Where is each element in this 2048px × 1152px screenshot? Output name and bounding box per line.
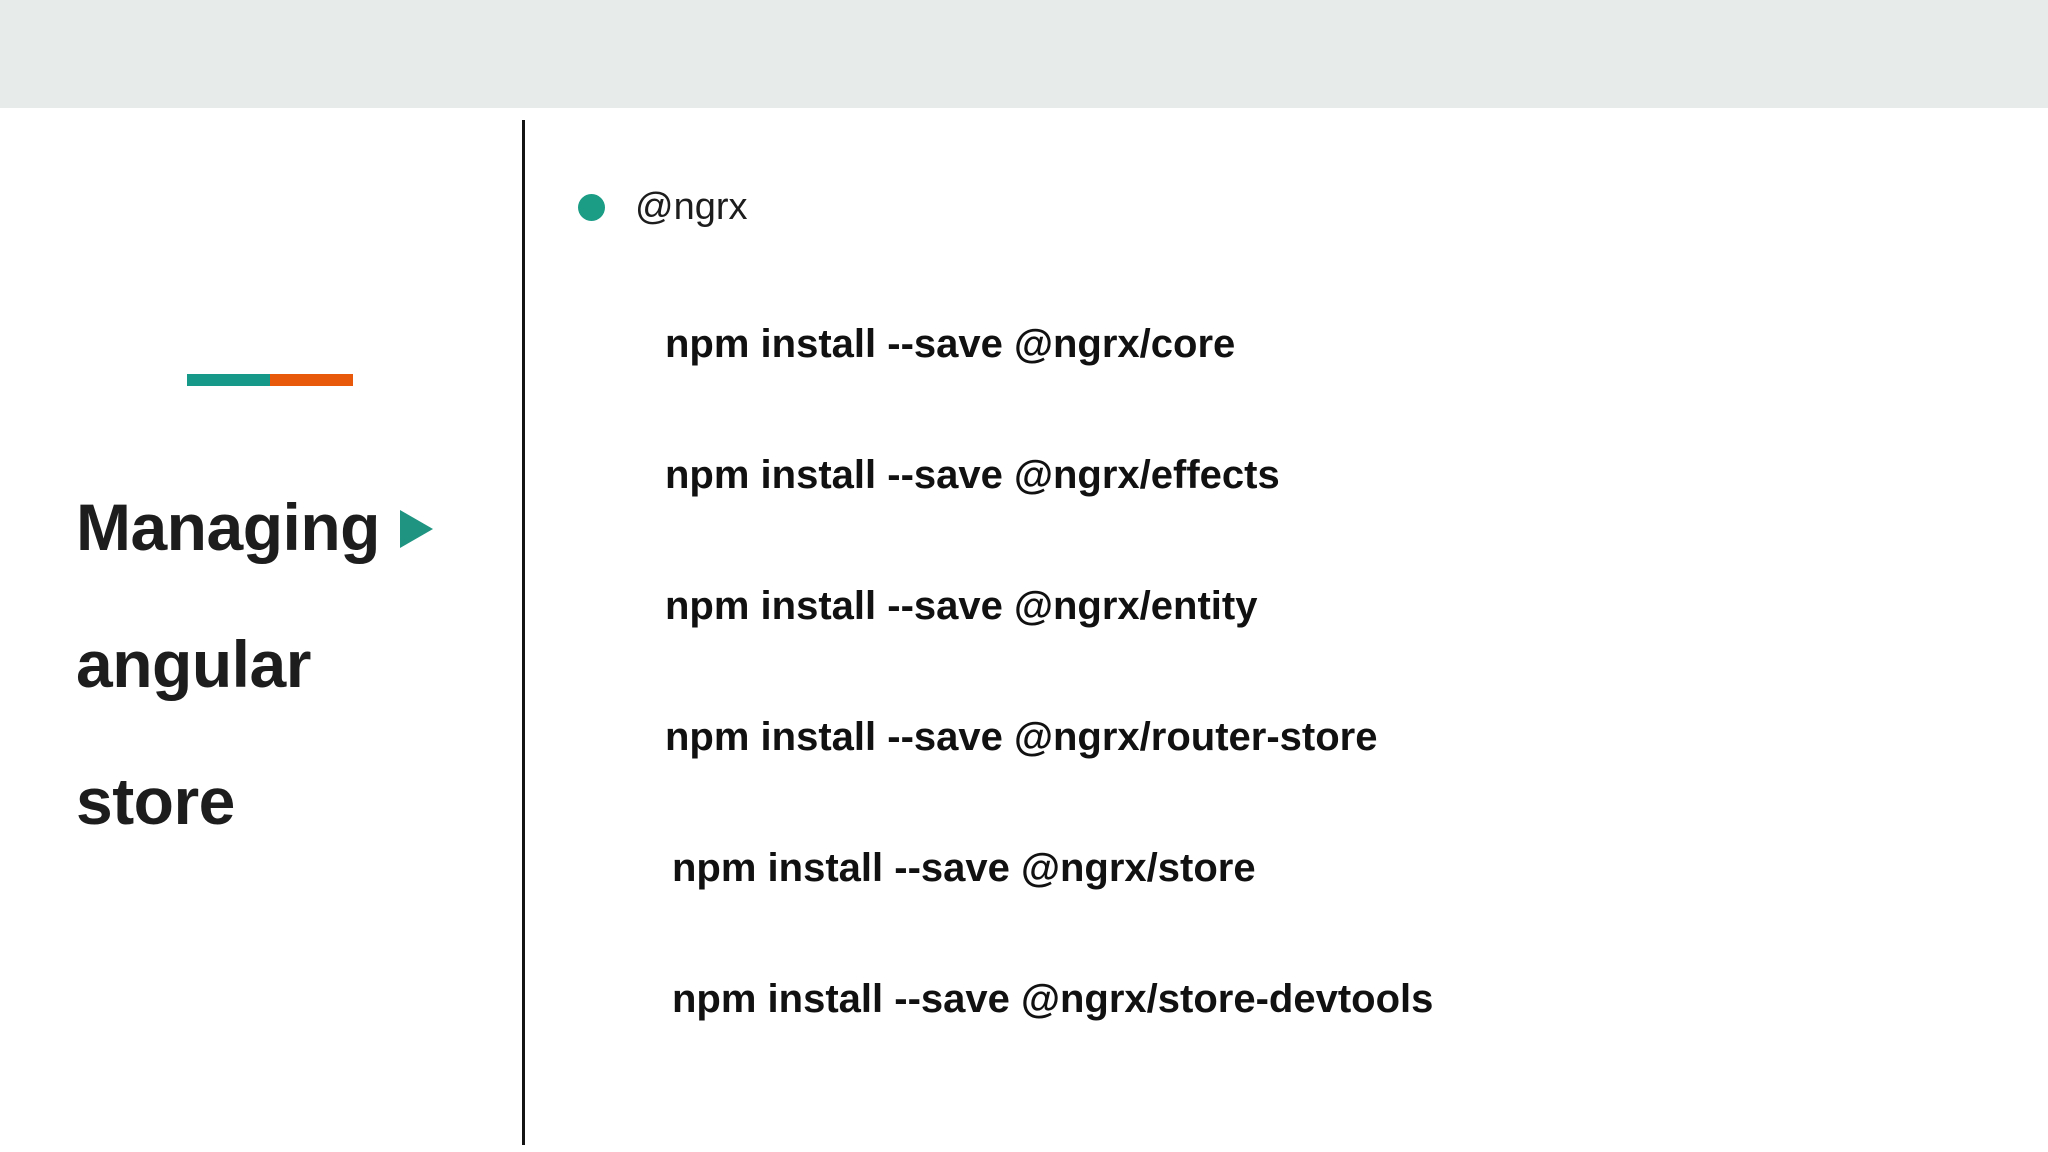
accent-bar-orange <box>270 374 353 386</box>
command-list: npm install --save @ngrx/core npm instal… <box>525 279 2048 1065</box>
command-line: npm install --save @ngrx/entity <box>665 584 1258 628</box>
command-line: npm install --save @ngrx/effects <box>665 453 1280 497</box>
bullet-dot-icon <box>578 193 605 221</box>
title-line-2: angular <box>76 626 311 701</box>
title-line-1: Managing <box>76 489 381 564</box>
bullet-item-ngrx: @ngrx <box>578 188 748 226</box>
bullet-item-label: @ngrx <box>635 186 748 228</box>
title-column: Managing angular store <box>0 108 522 1152</box>
vertical-divider <box>522 120 525 1145</box>
page-title: Managing angular store <box>76 424 506 904</box>
title-line-1-row: Managing <box>76 489 506 564</box>
play-triangle-icon <box>400 509 433 548</box>
top-chrome-bar <box>0 0 2048 108</box>
title-line-3: store <box>76 764 235 839</box>
command-line: npm install --save @ngrx/core <box>665 322 1236 366</box>
command-line: npm install --save @ngrx/store-devtools <box>672 977 1434 1021</box>
command-line: npm install --save @ngrx/store <box>672 846 1256 890</box>
command-line: npm install --save @ngrx/router-store <box>665 715 1378 759</box>
accent-bar-group <box>187 374 353 386</box>
content-column: @ngrx npm install --save @ngrx/core npm … <box>525 108 2048 1152</box>
accent-bar-teal <box>187 374 270 386</box>
